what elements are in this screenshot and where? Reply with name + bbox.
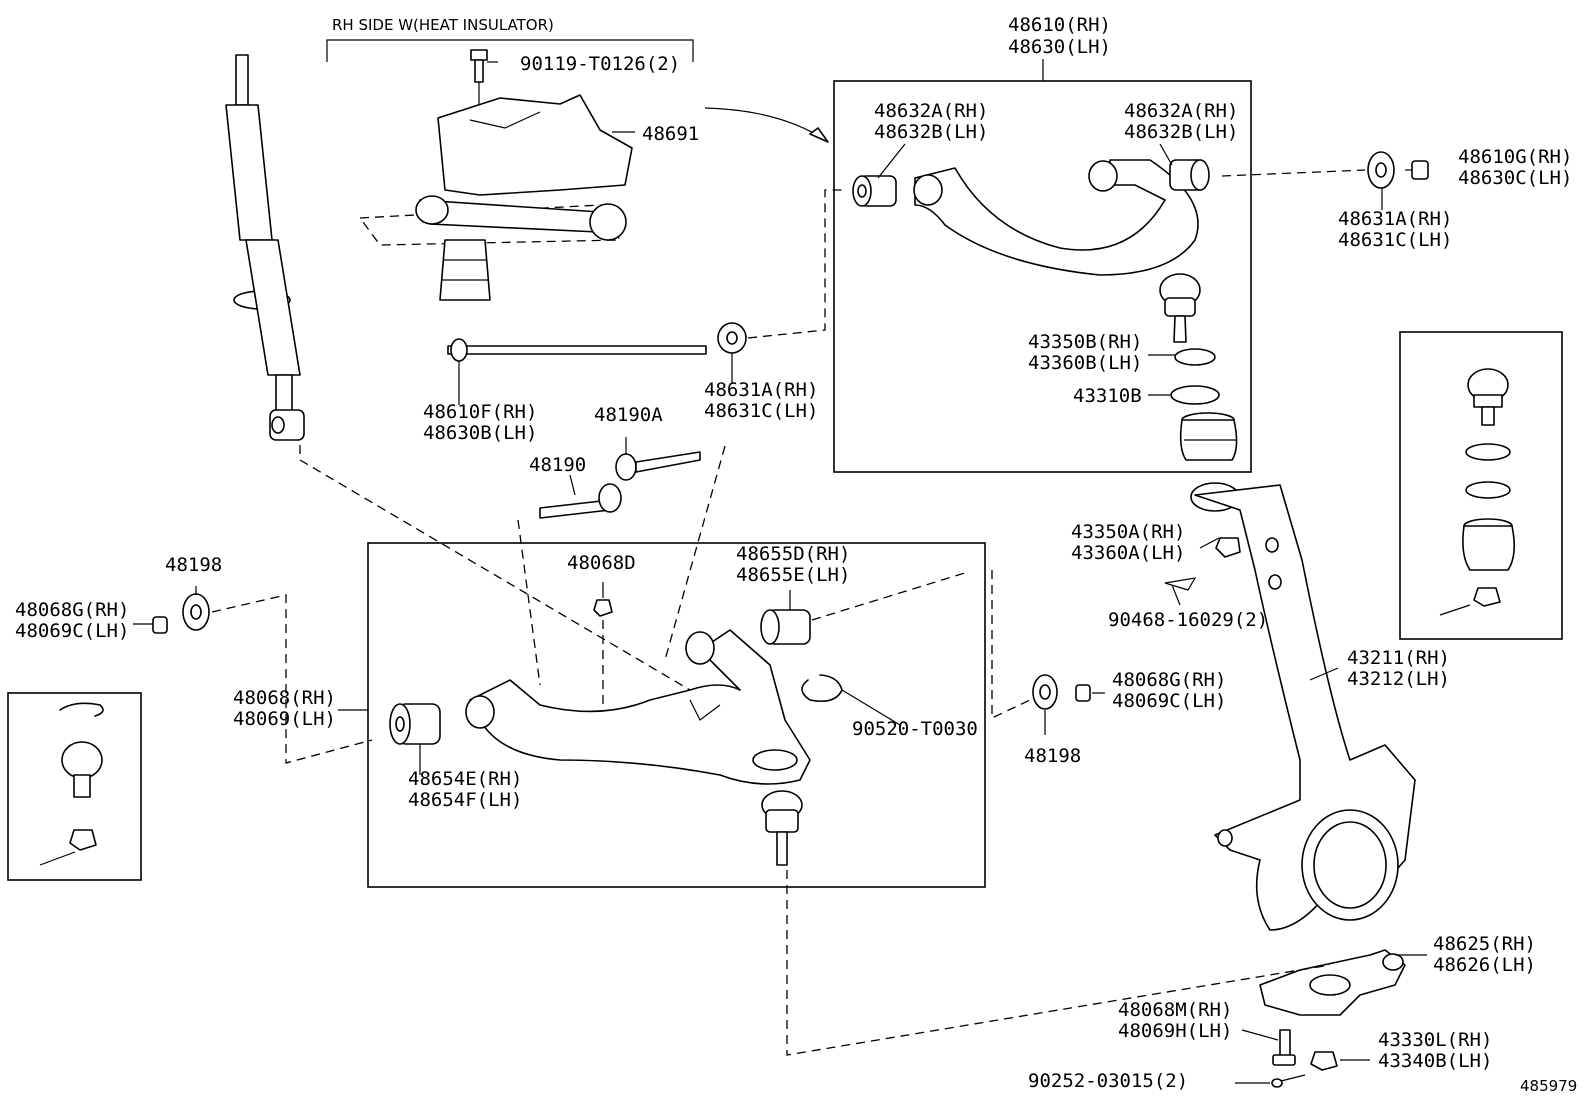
snap-ring-upper [1174, 348, 1216, 366]
leader-shock-to-arm [299, 445, 691, 691]
label-nut-left-lh: 48069C(LH) [15, 620, 129, 642]
label-plate-lh: 48626(LH) [1433, 954, 1536, 976]
bush-upper-front [852, 175, 897, 207]
label-bolt-48190a: 48190A [594, 404, 663, 426]
label-ring-upper-lh: 43360B(LH) [1028, 352, 1142, 374]
shaft-48610f [447, 189, 845, 362]
label-shaft-rh: 48610F(RH) [423, 401, 537, 423]
leader-lines [133, 59, 1427, 1084]
label-lower-arm-rh: 48068(RH) [233, 687, 336, 709]
label-knuckle-lh: 43212(LH) [1347, 668, 1450, 690]
upper-arm-small [358, 195, 627, 301]
lower-arm-parts [389, 571, 969, 866]
inset-left-parts [39, 702, 104, 866]
nut-48068d [593, 599, 613, 715]
bush-upper-rear [1169, 159, 1210, 191]
label-bush-lower-rear-lh: 48655E(LH) [736, 564, 850, 586]
label-bolt-48190: 48190 [529, 454, 586, 476]
label-washer-shaft-rh: 48631A(RH) [704, 379, 818, 401]
label-nut-right-lh: 48069C(LH) [1112, 690, 1226, 712]
label-plate-rh: 48625(RH) [1433, 933, 1536, 955]
label-nut-right-rh: 48068G(RH) [1112, 669, 1226, 691]
label-nut-48068d: 48068D [567, 552, 636, 574]
label-pin-90252: 90252-03015(2) [1028, 1070, 1188, 1092]
cam-right-part [991, 570, 1091, 720]
heat-insulator [437, 94, 633, 196]
label-lower-arm-lh: 48069(LH) [233, 708, 336, 730]
label-bush-upper-front-lh: 48632B(LH) [874, 121, 988, 143]
upper-right-parts [1221, 151, 1429, 189]
bolt-48190-part [539, 483, 622, 519]
upper-control-arm [913, 159, 1199, 276]
bottom-nut-part [1310, 1051, 1338, 1071]
knuckle-nut-parts [1164, 537, 1241, 591]
inset-box-left [7, 692, 142, 881]
label-cam-right: 48198 [1024, 745, 1081, 767]
snap-ring-lower [801, 674, 843, 703]
label-nut-upper-lh: 48630C(LH) [1458, 167, 1572, 189]
label-nut-bottom-lh: 43340B(LH) [1378, 1050, 1492, 1072]
label-pin-90468: 90468-16029(2) [1108, 609, 1268, 631]
ball-joint-lower [761, 790, 803, 866]
shock-absorber [225, 54, 305, 441]
steering-knuckle [1190, 482, 1416, 931]
ring-43310b [1170, 385, 1220, 405]
label-bush-lower-rear-rh: 48655D(RH) [736, 543, 850, 565]
label-cam-left: 48198 [165, 554, 222, 576]
label-ring-43310b: 43310B [1073, 385, 1142, 407]
bottom-pin-part [1271, 1074, 1306, 1088]
label-nut-upper-rh: 48610G(RH) [1458, 146, 1572, 168]
leader-bolt-48190a [664, 445, 726, 661]
label-nut-left-rh: 48068G(RH) [15, 599, 129, 621]
cam-left-part [152, 593, 373, 764]
label-bush-lower-front-rh: 48654E(RH) [408, 768, 522, 790]
bolt-90119 [470, 49, 488, 83]
ball-joint-upper [1159, 273, 1201, 343]
label-upper-arm-lh: 48630(LH) [1008, 36, 1111, 58]
label-insulator-48691: 48691 [642, 123, 699, 145]
label-shaft-lh: 48630B(LH) [423, 422, 537, 444]
label-washer-shaft-lh: 48631C(LH) [704, 400, 818, 422]
upper-arm-parts [852, 159, 1238, 461]
bush-lower-rear [760, 571, 969, 645]
dust-boot-upper [1179, 412, 1238, 461]
bolt-48190a-part [615, 451, 701, 481]
inset-box-right [1399, 331, 1563, 640]
label-washer-right-rh: 48631A(RH) [1338, 208, 1452, 230]
heat-insulator-group [358, 49, 829, 301]
label-bush-lower-front-lh: 48654F(LH) [408, 789, 522, 811]
header-bracket: RH SIDE W(HEAT INSULATOR) [326, 16, 694, 62]
label-nut-knuckle-lh: 43360A(LH) [1071, 542, 1185, 564]
label-washer-right-lh: 48631C(LH) [1338, 229, 1452, 251]
label-nut-knuckle-rh: 43350A(RH) [1071, 521, 1185, 543]
label-bush-upper-front-rh: 48632A(RH) [874, 100, 988, 122]
label-nut-bottom-rh: 43330L(RH) [1378, 1029, 1492, 1051]
label-bush-upper-rear-rh: 48632A(RH) [1124, 100, 1238, 122]
bottom-plate [786, 870, 1406, 1056]
label-bolt-bottom-lh: 48069H(LH) [1118, 1020, 1232, 1042]
diagram-id: 485979 [1520, 1077, 1577, 1095]
label-ring-upper-rh: 43350B(RH) [1028, 331, 1142, 353]
bottom-bolt-part [1272, 1029, 1296, 1066]
lower-control-arm [465, 629, 811, 785]
label-upper-arm-rh: 48610(RH) [1008, 14, 1111, 36]
label-ring-90520: 90520-T0030 [852, 718, 978, 740]
bush-lower-front [389, 703, 441, 745]
label-bush-upper-rear-lh: 48632B(LH) [1124, 121, 1238, 143]
header-text: RH SIDE W(HEAT INSULATOR) [332, 16, 554, 34]
label-bolt-bottom-rh: 48068M(RH) [1118, 999, 1232, 1021]
leader-bolt-48190 [517, 519, 541, 686]
label-bolt-90119: 90119-T0126(2) [520, 53, 680, 75]
lower-arm-box [367, 542, 986, 888]
label-knuckle-rh: 43211(RH) [1347, 647, 1450, 669]
inset-right-parts [1439, 368, 1516, 616]
part-labels: 90119-T0126(2) 48691 48610(RH) 48630(LH)… [15, 14, 1577, 1095]
